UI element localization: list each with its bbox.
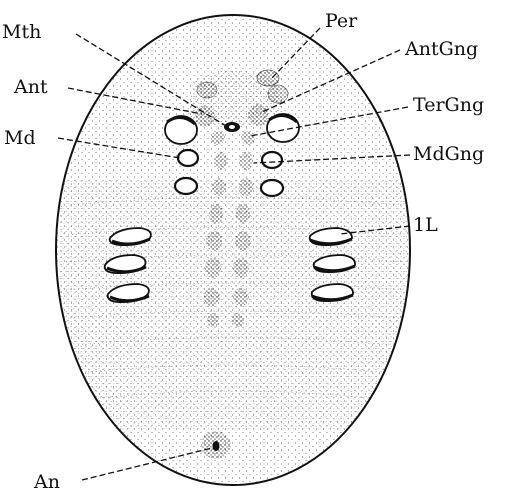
antennal-ganglion-left [195, 105, 215, 127]
protocerebrum-left [197, 82, 217, 98]
label-mdgng: MdGng [413, 143, 484, 165]
label-mth: Mth [2, 21, 41, 43]
protocerebrum-right-2 [268, 85, 288, 103]
protocerebrum-right [257, 70, 279, 86]
tritocerebral-ganglion-left [211, 131, 225, 145]
label-per: Per [325, 10, 358, 32]
leg-buds-right [310, 228, 355, 301]
label-ant: Ant [13, 76, 48, 98]
antenna-left [165, 116, 197, 144]
segment-bands [60, 180, 410, 430]
anus [201, 431, 231, 459]
label-antgng: AntGng [404, 38, 478, 60]
antenna-right [267, 114, 299, 142]
antennal-ganglion-right [248, 104, 268, 126]
tritocerebral-ganglion-right [241, 131, 255, 145]
label-an: An [33, 471, 60, 493]
label-md: Md [4, 127, 36, 149]
leg-buds-left [105, 228, 151, 302]
label-1l: 1L [413, 214, 438, 236]
label-tergng: TerGng [413, 94, 484, 116]
